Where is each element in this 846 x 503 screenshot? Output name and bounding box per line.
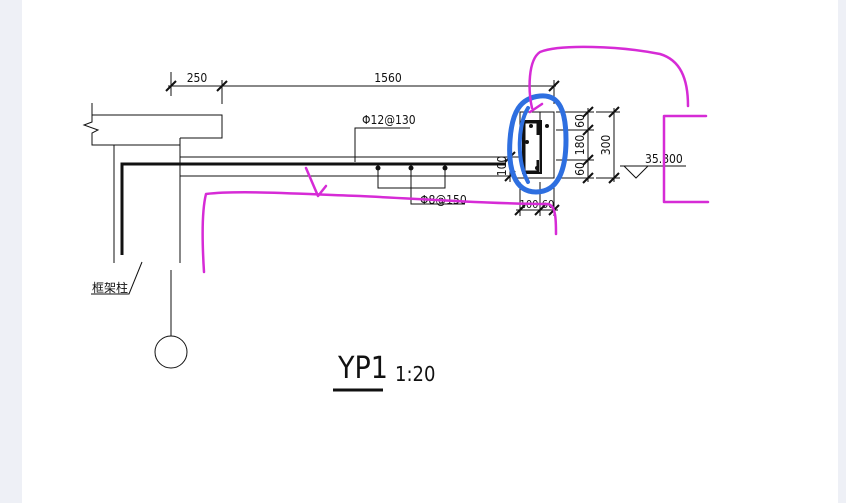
rebar-dot (545, 124, 549, 128)
dim-tick (534, 204, 546, 216)
rebar-dot (525, 140, 529, 144)
column-label-leader (91, 261, 143, 295)
column-label: 框架柱 (92, 280, 128, 295)
blue-circle-mark (507, 93, 569, 195)
dim-tick (608, 172, 620, 184)
magenta-arch-mark (528, 45, 690, 110)
dim-250-label: 250 (187, 71, 208, 85)
elevation-symbol (620, 165, 686, 179)
dim-tick (582, 154, 594, 166)
leader-lines (91, 127, 465, 295)
magenta-underline-mark (201, 191, 558, 274)
dim-tick (582, 106, 594, 118)
break-symbol (82, 103, 180, 146)
dim-180-label: 180 (573, 135, 587, 156)
handwritten-annotations (201, 45, 710, 274)
right-margin (838, 0, 846, 503)
dim-1560-label: 1560 (374, 71, 402, 85)
rebar-dot (535, 166, 539, 170)
rebar-dot (529, 124, 533, 128)
dim-tick (165, 80, 177, 92)
dim-60-top-label: 60 (573, 114, 587, 128)
dim-tick (608, 106, 620, 118)
dist-bar-leader (410, 188, 465, 205)
dim-tick (216, 80, 228, 92)
dim-tick (582, 172, 594, 184)
dim-300-label: 300 (599, 135, 613, 156)
blue-scribble-mark (517, 106, 530, 184)
top-bar-leader (354, 127, 410, 162)
dim-tick (582, 124, 594, 136)
structure-outline (82, 72, 555, 336)
dim-tick (548, 80, 560, 92)
magenta-arrow-mark (304, 166, 328, 198)
drawing-sheet (22, 0, 838, 503)
main-reinforcement (120, 120, 540, 255)
dim-100-slab-label: 100 (495, 156, 509, 177)
top-bar-label: Φ12@130 (362, 113, 416, 127)
magenta-bracket-mark (662, 114, 710, 204)
edge-stirrup (522, 120, 542, 174)
dim-tick (514, 204, 526, 216)
left-margin (0, 0, 22, 503)
top-rebar-line (120, 162, 506, 255)
edge-stirrup-outer (522, 120, 538, 174)
dim-60-bottom-label: 60 (573, 162, 587, 176)
upper-beam-outline (92, 114, 223, 139)
drawing-scale: 1:20 (395, 362, 435, 386)
drawing-title: YP1 (337, 351, 388, 386)
axis-bubble (154, 335, 188, 369)
elevation-triangle (623, 165, 649, 179)
magenta-hook-mark (528, 102, 544, 114)
